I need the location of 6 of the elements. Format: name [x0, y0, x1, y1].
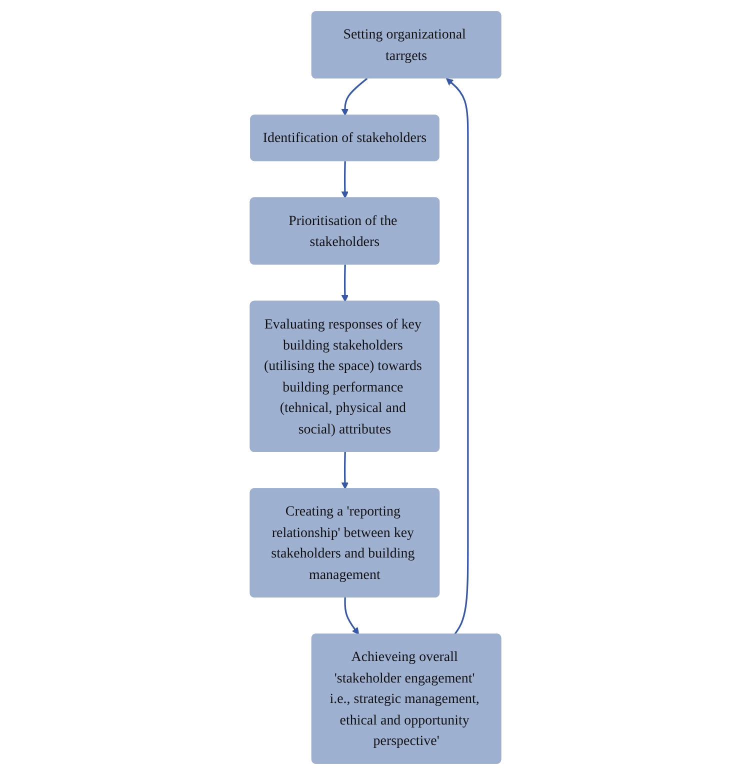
arrow	[341, 452, 349, 490]
arrow	[341, 161, 349, 198]
arrow	[446, 78, 469, 635]
arrow	[344, 597, 360, 635]
arrow	[341, 78, 368, 116]
arrow	[341, 264, 349, 302]
